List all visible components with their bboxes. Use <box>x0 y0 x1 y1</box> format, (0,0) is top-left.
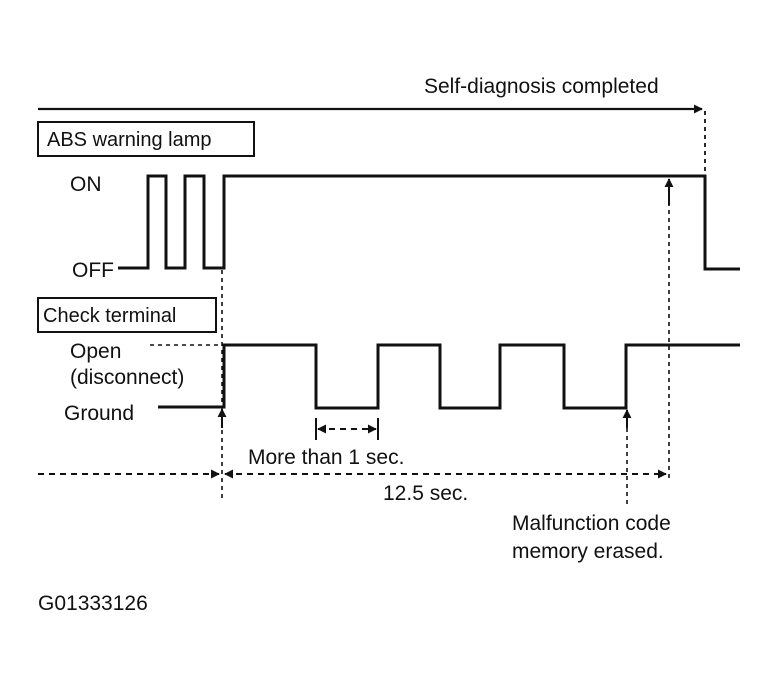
abs-lamp-title-box <box>37 121 255 157</box>
check-terminal-waveform <box>158 343 740 410</box>
total-duration-label: 12.5 sec. <box>383 482 468 505</box>
abs-lamp-title: ABS warning lamp <box>47 129 212 151</box>
check-terminal-title: Check terminal <box>43 305 176 327</box>
disconnect-label: (disconnect) <box>70 366 184 389</box>
lamp-on-label: ON <box>70 173 102 196</box>
interval-label: More than 1 sec. <box>248 446 404 469</box>
check-terminal-title-box <box>37 297 217 333</box>
malfunction-note-line1: Malfunction code <box>512 512 671 535</box>
abs-lamp-waveform <box>118 174 740 271</box>
self-diagnosis-completed-label: Self-diagnosis completed <box>424 75 659 98</box>
lamp-off-label: OFF <box>72 259 114 282</box>
malfunction-note-line2: memory erased. <box>512 540 664 563</box>
figure-id: G01333126 <box>38 592 148 615</box>
open-label: Open <box>70 340 121 363</box>
ground-label: Ground <box>64 402 134 425</box>
